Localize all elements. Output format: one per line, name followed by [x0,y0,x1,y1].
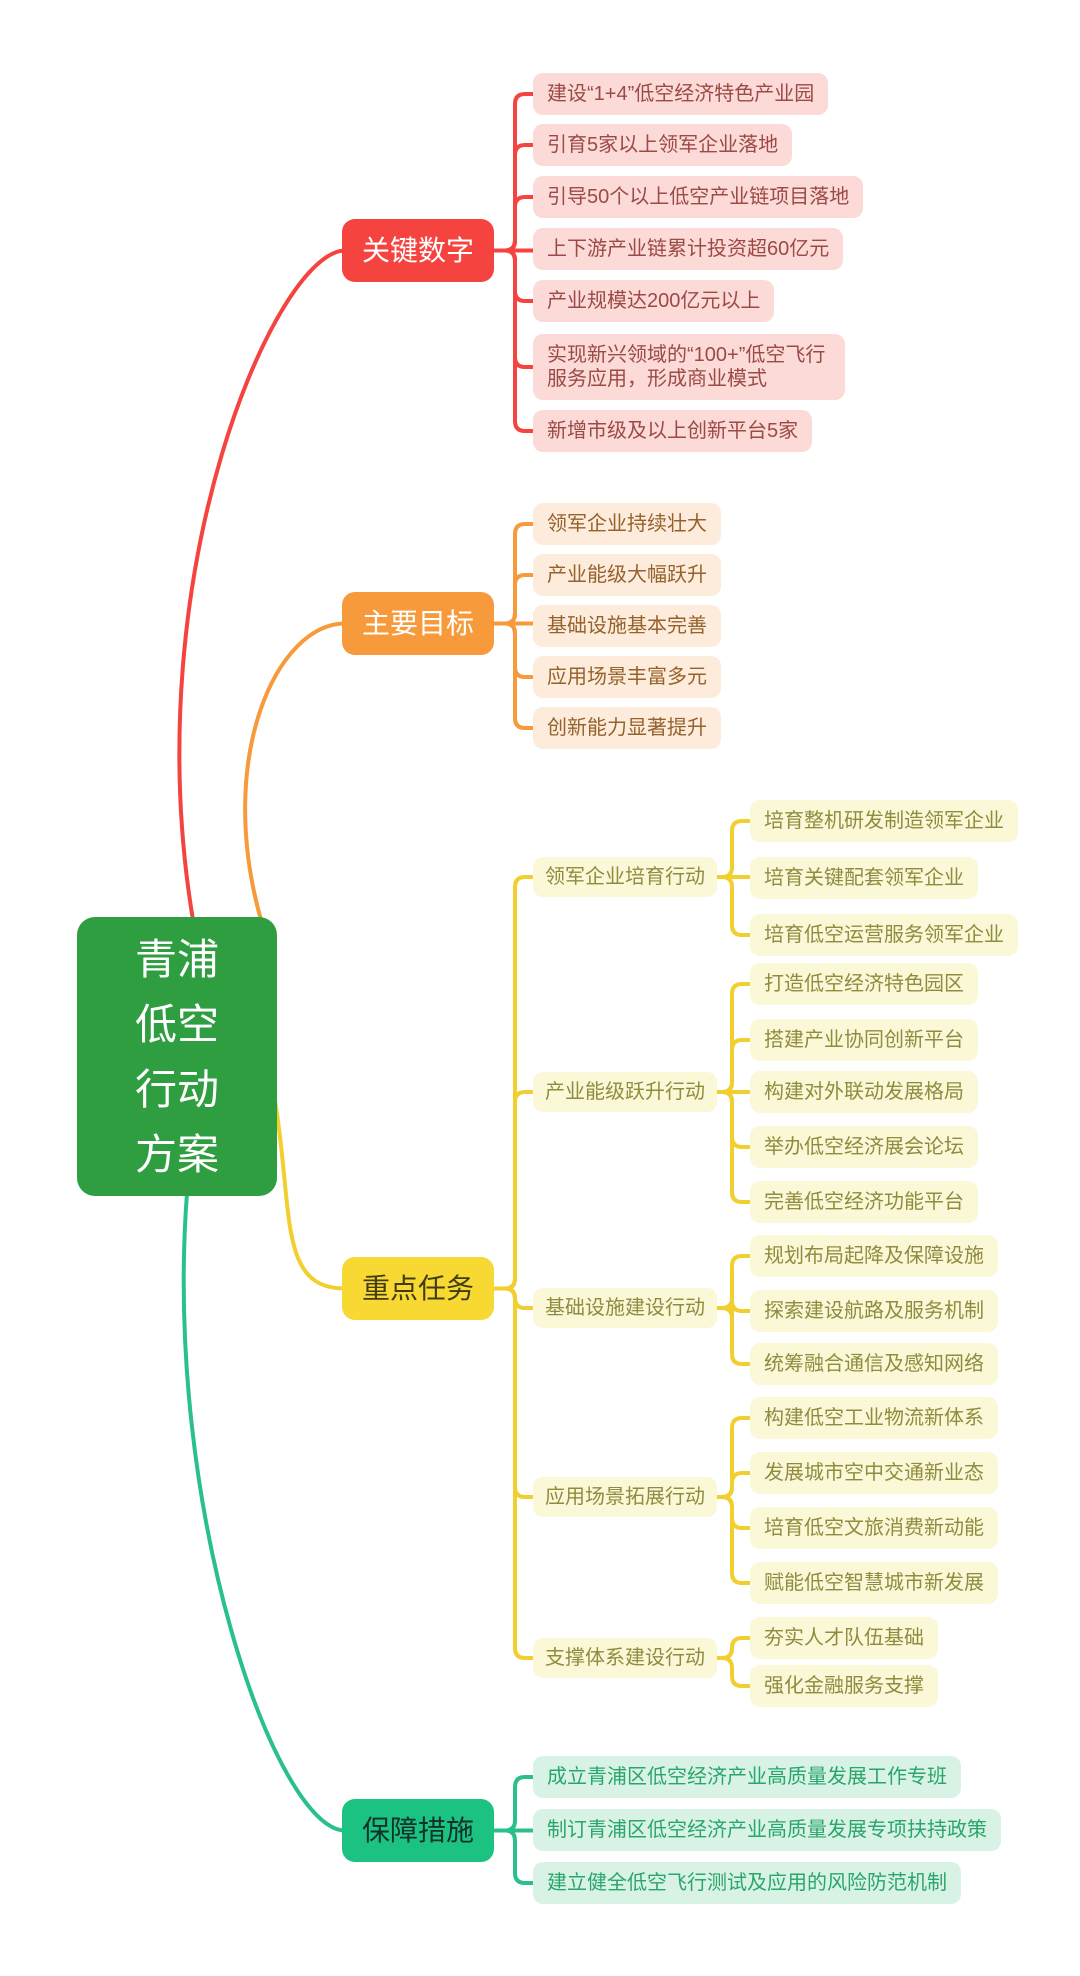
mindmap-leaf[interactable]: 打造低空经济特色园区 [750,963,978,1005]
mindmap-leaf[interactable]: 培育整机研发制造领军企业 [750,800,1018,842]
mindmap-leaf[interactable]: 创新能力显著提升 [533,707,721,749]
subnode-leading-enterprise-cultivation[interactable]: 领军企业培育行动 [533,857,717,897]
subnode-application-scenario-expansion[interactable]: 应用场景拓展行动 [533,1477,717,1517]
mindmap-leaf[interactable]: 引导50个以上低空产业链项目落地 [533,176,864,218]
mindmap-leaf[interactable]: 产业规模达200亿元以上 [533,280,775,322]
mindmap-leaf[interactable]: 规划布局起降及保障设施 [750,1235,998,1277]
mindmap-leaf[interactable]: 实现新兴领域的“100+”低空飞行服务应用，形成商业模式 [533,334,845,400]
mindmap-leaf[interactable]: 产业能级大幅跃升 [533,554,721,596]
root-node-qingpu-low-altitude-plan[interactable]: 青浦低空行动方案 [77,917,277,1196]
mindmap-leaf[interactable]: 发展城市空中交通新业态 [750,1452,998,1494]
mindmap-leaf[interactable]: 应用场景丰富多元 [533,656,721,698]
mindmap-leaf[interactable]: 举办低空经济展会论坛 [750,1126,978,1168]
mindmap-leaf[interactable]: 夯实人才队伍基础 [750,1617,938,1659]
mindmap-leaf[interactable]: 培育低空文旅消费新动能 [750,1507,998,1549]
mindmap-leaf[interactable]: 建设“1+4”低空经济特色产业园 [533,73,829,115]
branch-key-tasks[interactable]: 重点任务 [342,1257,495,1320]
mindmap-leaf[interactable]: 上下游产业链累计投资超60亿元 [533,228,844,270]
mindmap-leaf[interactable]: 新增市级及以上创新平台5家 [533,410,813,452]
mindmap-leaf[interactable]: 构建对外联动发展格局 [750,1071,978,1113]
mindmap-leaf[interactable]: 搭建产业协同创新平台 [750,1019,978,1061]
mindmap-leaf[interactable]: 培育低空运营服务领军企业 [750,914,1018,956]
mindmap-leaf[interactable]: 基础设施基本完善 [533,605,721,647]
mindmap-leaf[interactable]: 建立健全低空飞行测试及应用的风险防范机制 [533,1862,961,1904]
subnode-infrastructure-construction[interactable]: 基础设施建设行动 [533,1288,717,1328]
mindmap-leaf[interactable]: 统筹融合通信及感知网络 [750,1343,998,1385]
mindmap-leaf[interactable]: 赋能低空智慧城市新发展 [750,1562,998,1604]
mindmap-leaf[interactable]: 领军企业持续壮大 [533,503,721,545]
mindmap-leaf[interactable]: 强化金融服务支撑 [750,1665,938,1707]
mindmap-leaf[interactable]: 完善低空经济功能平台 [750,1181,978,1223]
branch-key-numbers[interactable]: 关键数字 [342,219,495,282]
mindmap-leaf[interactable]: 构建低空工业物流新体系 [750,1397,998,1439]
mindmap-leaf[interactable]: 成立青浦区低空经济产业高质量发展工作专班 [533,1756,961,1798]
mindmap-leaf[interactable]: 制订青浦区低空经济产业高质量发展专项扶持政策 [533,1809,1001,1851]
branch-safeguard-measures[interactable]: 保障措施 [342,1799,495,1862]
subnode-support-system-construction[interactable]: 支撑体系建设行动 [533,1638,717,1678]
branch-main-goals[interactable]: 主要目标 [342,592,495,655]
mindmap-leaf[interactable]: 引育5家以上领军企业落地 [533,124,793,166]
mindmap-leaf[interactable]: 探索建设航路及服务机制 [750,1290,998,1332]
subnode-industry-capability-leap[interactable]: 产业能级跃升行动 [533,1072,717,1112]
mindmap-leaf[interactable]: 培育关键配套领军企业 [750,857,978,899]
